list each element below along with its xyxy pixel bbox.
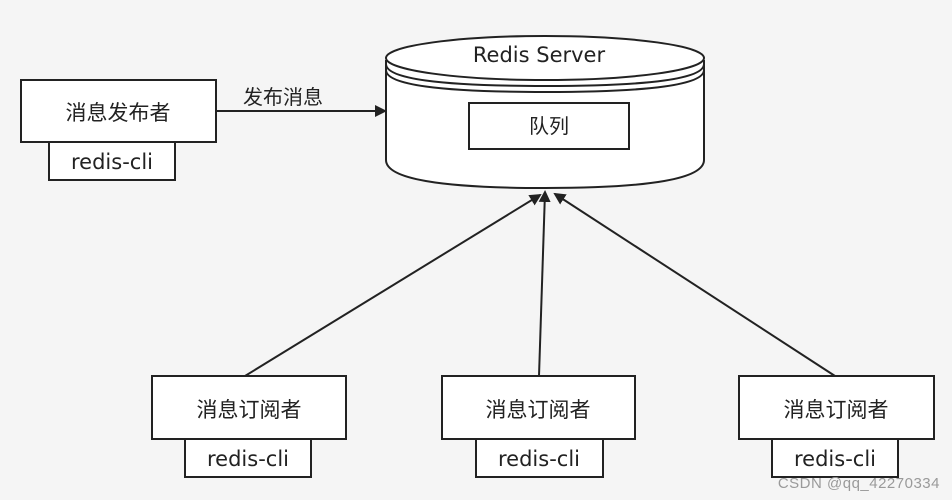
- subscriber-client-label: redis-cli: [794, 447, 876, 471]
- subscribe-arrow-1: [244, 193, 542, 377]
- publisher: 消息发布者 redis-cli: [20, 79, 217, 181]
- subscriber: 消息订阅者 redis-cli: [151, 375, 347, 478]
- subscriber-label: 消息订阅者: [784, 398, 889, 422]
- redis-server: Redis Server 队列: [385, 35, 705, 190]
- publisher-label: 消息发布者: [66, 101, 171, 125]
- publish-arrow-label: 发布消息: [243, 85, 323, 109]
- subscriber-client-box: [184, 438, 312, 478]
- subscriber-box: [738, 375, 935, 440]
- subscribe-arrow-2: [538, 190, 551, 377]
- publisher-client-label: redis-cli: [71, 150, 153, 174]
- subscriber-client-label: redis-cli: [207, 447, 289, 471]
- redis-server-rim-line: [385, 69, 705, 94]
- redis-server-title: Redis Server: [473, 43, 606, 67]
- publisher-client-box: [48, 141, 176, 181]
- queue-label: 队列: [529, 114, 569, 138]
- subscriber-box: [151, 375, 347, 440]
- subscriber-client-label: redis-cli: [498, 447, 580, 471]
- subscriber: 消息订阅者 redis-cli: [441, 375, 636, 478]
- queue-box: [468, 102, 630, 150]
- subscriber-label: 消息订阅者: [486, 398, 591, 422]
- publisher-box: [20, 79, 217, 143]
- redis-server-cylinder-top: [385, 35, 705, 81]
- subscriber-client-box: [475, 438, 604, 478]
- subscriber: 消息订阅者 redis-cli: [738, 375, 935, 478]
- subscriber-client-box: [771, 438, 899, 478]
- subscribe-arrow-3: [553, 192, 836, 377]
- redis-server-rim-line: [385, 63, 705, 88]
- subscriber-box: [441, 375, 636, 440]
- subscriber-label: 消息订阅者: [197, 398, 302, 422]
- watermark: CSDN @qq_42270334: [777, 475, 940, 492]
